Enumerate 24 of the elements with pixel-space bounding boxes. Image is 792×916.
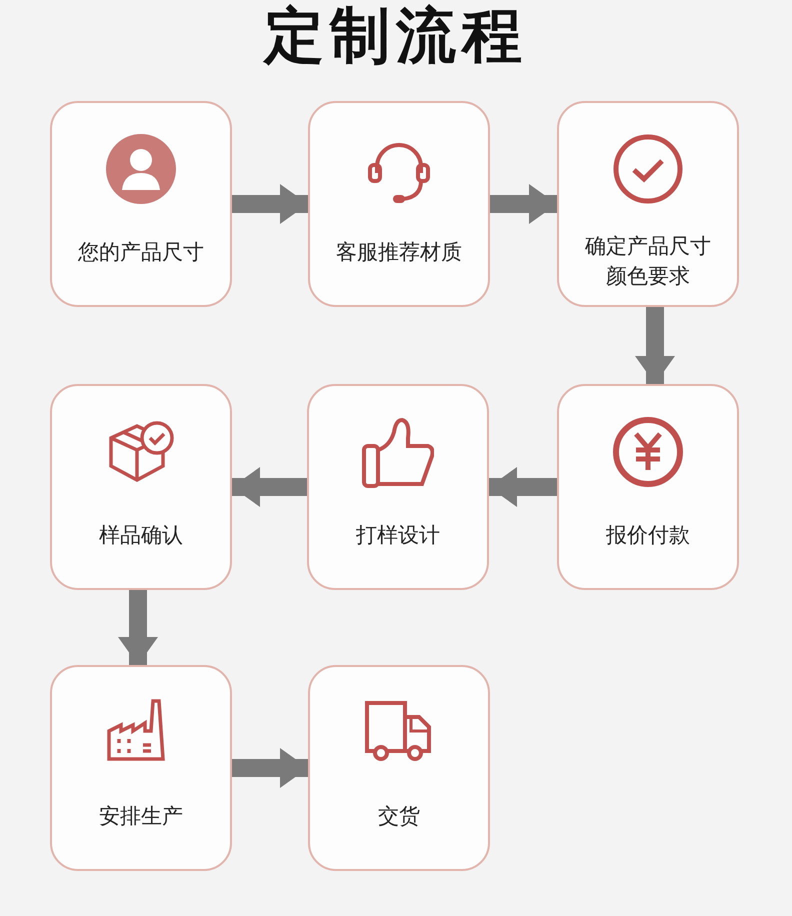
step-card [50, 384, 232, 590]
step-card [308, 665, 490, 871]
block-arrow [490, 184, 557, 224]
block-arrow [489, 467, 557, 507]
step-label: 报价付款 [606, 522, 690, 549]
step-card [308, 101, 490, 307]
step-label: 客服推荐材质 [336, 239, 462, 266]
step-label: 安排生产 [99, 803, 183, 830]
step-label: 打样设计 [356, 522, 440, 549]
step-label: 交货 [378, 803, 420, 830]
step-label: 确定产品尺寸颜色要求 [584, 233, 712, 290]
block-arrow [232, 184, 308, 224]
block-arrow [635, 307, 675, 384]
block-arrow [118, 590, 158, 665]
step-label: 样品确认 [99, 522, 183, 549]
step-label: 您的产品尺寸 [78, 239, 204, 266]
step-card [557, 384, 739, 590]
step-card [557, 101, 739, 307]
step-card [50, 101, 232, 307]
block-arrow [232, 467, 307, 507]
block-arrow [232, 748, 308, 788]
step-card [307, 384, 489, 590]
page-title: 定制流程 [264, 4, 528, 68]
step-card [50, 665, 232, 871]
